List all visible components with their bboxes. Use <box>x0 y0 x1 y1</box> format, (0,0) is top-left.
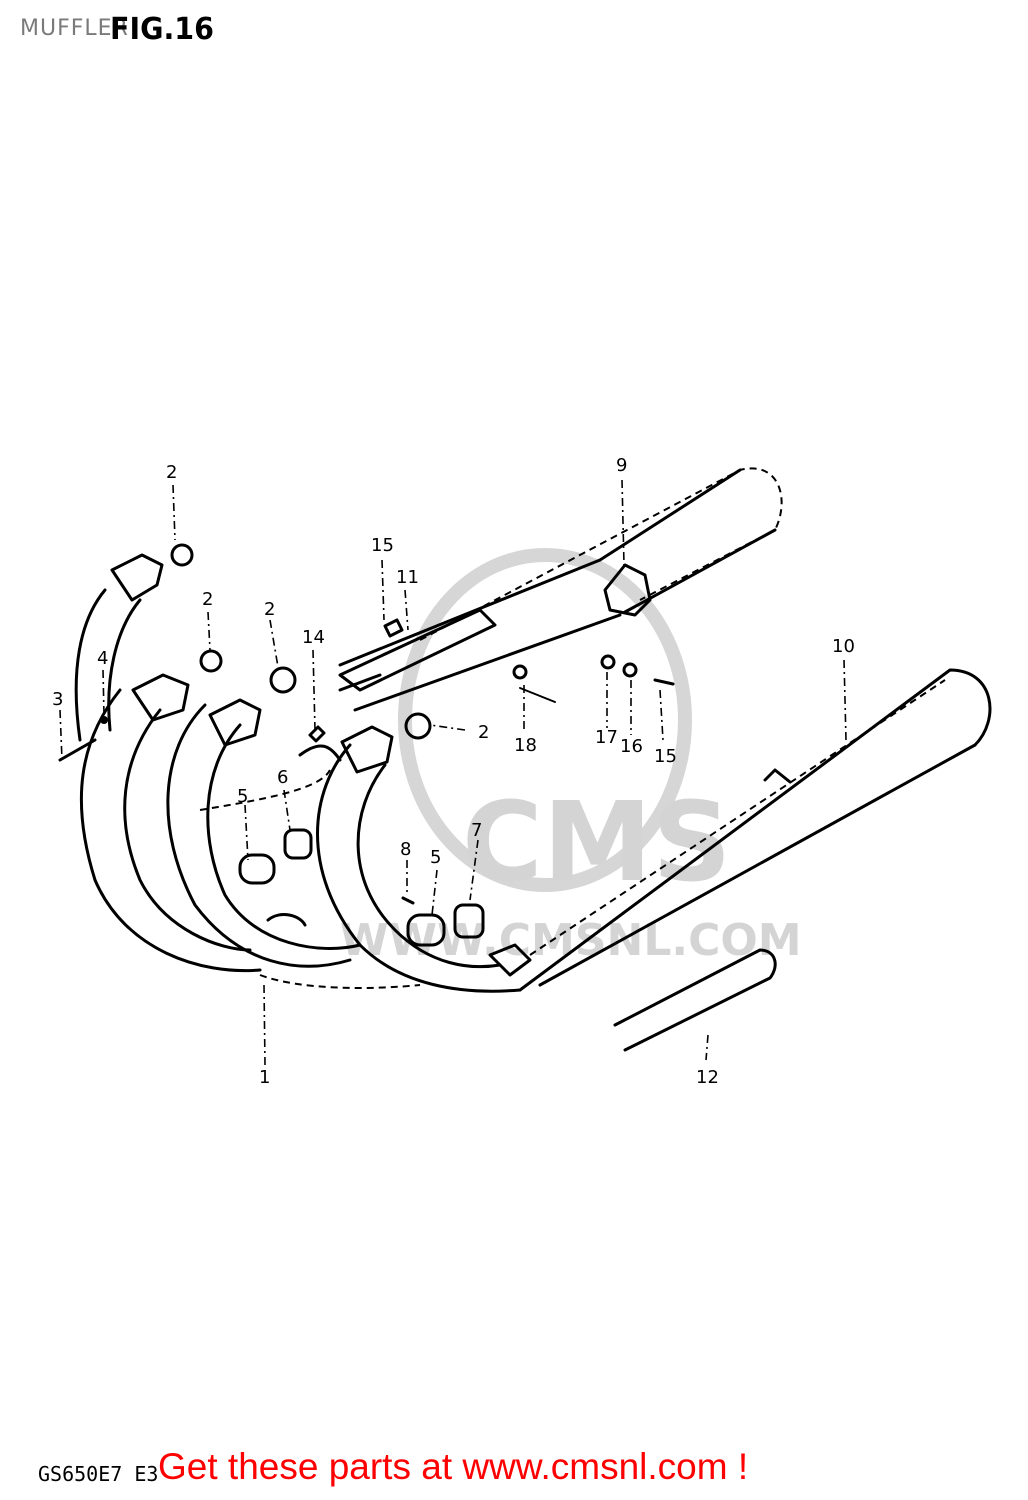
callout-label: 5 <box>237 786 248 807</box>
callout-label: 18 <box>514 735 537 756</box>
gasket-lower-icon <box>404 712 432 740</box>
cms-watermark: CMS WWW.CMSNL.COM <box>340 548 802 966</box>
fastener-set <box>58 618 675 905</box>
callout-label: 9 <box>616 455 627 476</box>
callout-label: 3 <box>52 689 63 710</box>
gasket-top-icon <box>170 543 194 567</box>
gasket-mid-icon <box>199 649 223 673</box>
exhaust-flange-set <box>110 543 432 774</box>
watermark-ring <box>398 548 692 892</box>
callout-label: 15 <box>654 746 677 767</box>
muffler-upper <box>338 467 783 712</box>
callout-label: 2 <box>478 722 489 743</box>
callout-label: 2 <box>166 462 177 483</box>
callout-label: 15 <box>371 535 394 556</box>
muffler-lower <box>518 668 992 992</box>
callout-label: 12 <box>696 1067 719 1088</box>
watermark-logo-text: CMS <box>462 778 731 906</box>
watermark-url-text: WWW.CMSNL.COM <box>340 915 802 966</box>
callout-label: 1 <box>259 1067 270 1088</box>
callout-label: 11 <box>396 567 419 588</box>
exhaust-pipe-set <box>74 588 522 993</box>
tail-pipe <box>613 948 777 1052</box>
callout-label: 6 <box>277 767 288 788</box>
callout-label: 5 <box>430 847 441 868</box>
callout-label: 2 <box>202 589 213 610</box>
callout-labels: 2 2 2 2 3 4 15 11 14 9 10 18 17 16 15 5 … <box>52 455 855 1088</box>
callout-label: 7 <box>471 820 482 841</box>
promo-link[interactable]: Get these parts at www.cmsnl.com ! <box>158 1446 749 1487</box>
callout-label: 2 <box>264 599 275 620</box>
callout-label: 17 <box>595 727 618 748</box>
nut-icon <box>100 716 108 724</box>
figure-label: FIG.16 <box>110 12 214 47</box>
callout-label: 4 <box>97 648 108 669</box>
callout-label: 16 <box>620 736 643 757</box>
leader-lines <box>59 479 847 1066</box>
callout-label: 10 <box>832 636 855 657</box>
callout-label: 14 <box>302 627 325 648</box>
gasket-right-icon <box>269 666 297 694</box>
callout-label: 8 <box>400 839 411 860</box>
model-code: GS650E7 E3 <box>38 1462 159 1486</box>
muffler-bracket <box>338 608 497 692</box>
section-name: MUFFLER <box>20 16 129 41</box>
collector-section <box>238 744 532 977</box>
